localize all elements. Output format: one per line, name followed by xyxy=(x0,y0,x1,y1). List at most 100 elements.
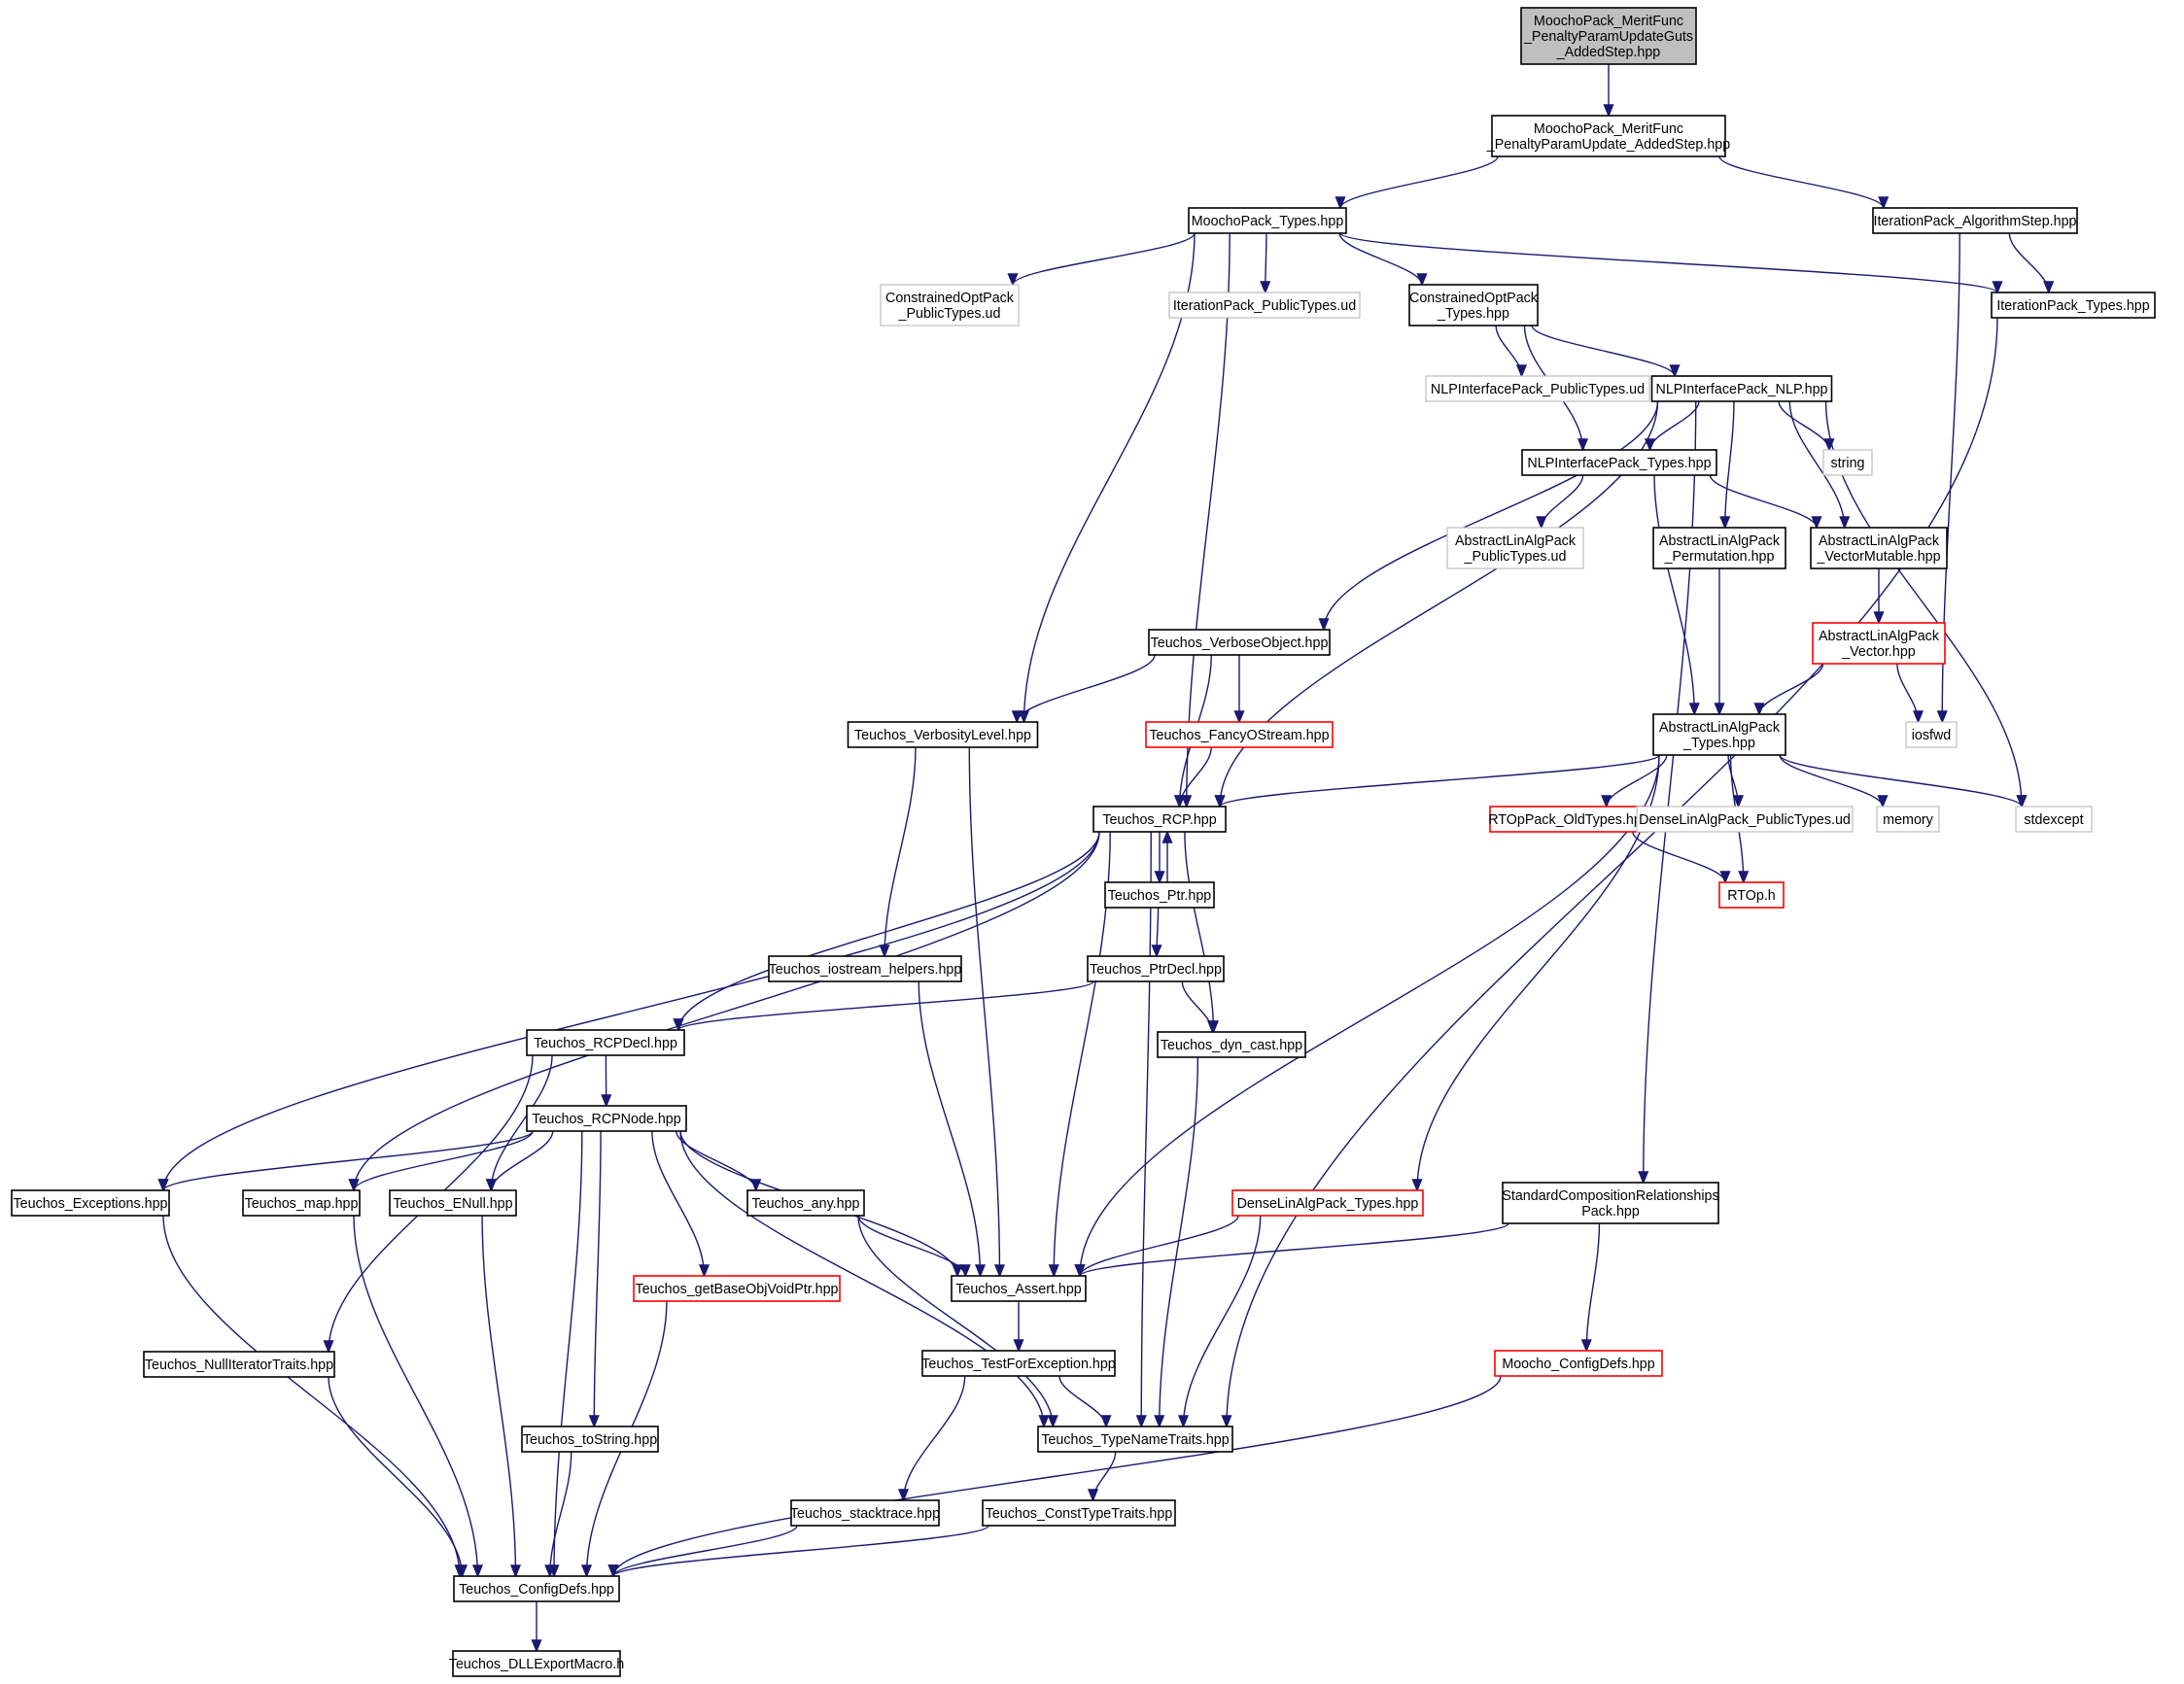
node-n46[interactable]: Teuchos_stacktrace.hpp xyxy=(790,1499,940,1527)
node-n1[interactable]: MoochoPack_MeritFunc_PenaltyParamUpdate_… xyxy=(1486,115,1730,157)
edge-n7-to-n45 xyxy=(1221,317,1998,1428)
node-root[interactable]: MoochoPack_MeritFunc_PenaltyParamUpdateG… xyxy=(1520,7,1697,65)
node-box xyxy=(1991,292,2156,319)
node-label-line: _PenaltyParamUpdate_AddedStep.hpp xyxy=(1486,137,1730,153)
edge-n32-to-n44 xyxy=(588,1130,602,1428)
node-n4[interactable]: ConstrainedOptPack_PublicTypes.ud xyxy=(880,284,1020,326)
node-n47[interactable]: Teuchos_ConstTypeTraits.hpp xyxy=(982,1499,1176,1527)
node-n34[interactable]: Teuchos_map.hpp xyxy=(242,1189,361,1217)
node-label-line: NLPInterfacePack_Types.hpp xyxy=(1527,456,1711,471)
edge-n21-to-n26 xyxy=(1154,832,1165,884)
node-n14[interactable]: AbstractLinAlgPack_VectorMutable.hpp xyxy=(1810,527,1948,569)
node-label-line: StandardCompositionRelationships xyxy=(1502,1188,1718,1204)
node-label-line: _VectorMutable.hpp xyxy=(1816,549,1940,565)
edge-n28-to-n40 xyxy=(918,980,987,1278)
edge-n41-to-n48 xyxy=(328,1376,468,1578)
node-box xyxy=(982,1499,1176,1527)
node-n49[interactable]: Teuchos_DLLExportMacro.h xyxy=(449,1650,624,1677)
node-n16[interactable]: Teuchos_VerboseObject.hpp xyxy=(1148,629,1331,656)
node-n40[interactable]: Teuchos_Assert.hpp xyxy=(951,1275,1087,1302)
node-label-line: Teuchos_RCP.hpp xyxy=(1102,812,1216,828)
node-label-line: Teuchos_iostream_helpers.hpp xyxy=(769,962,962,978)
edge-n16-to-n18 xyxy=(1233,655,1245,724)
node-box xyxy=(1168,292,1361,319)
edge-n26-to-n21 xyxy=(1161,830,1173,882)
node-n33[interactable]: Teuchos_Exceptions.hpp xyxy=(11,1189,170,1217)
edge-n37-to-n45 xyxy=(1177,1215,1262,1428)
node-n3[interactable]: IterationPack_AlgorithmStep.hpp xyxy=(1872,207,2078,234)
edge-n19-to-n22 xyxy=(1601,754,1668,808)
node-n20[interactable]: iosfwd xyxy=(1905,721,1958,748)
node-label-line: IterationPack_AlgorithmStep.hpp xyxy=(1873,214,2076,229)
edge-n1-to-n2 xyxy=(1335,155,1499,210)
node-label-line: MoochoPack_MeritFunc xyxy=(1534,14,1683,29)
edge-n22-to-n27 xyxy=(1632,831,1731,884)
node-label-line: Teuchos_TypeNameTraits.hpp xyxy=(1041,1432,1229,1448)
edge-n36-to-n40 xyxy=(857,1215,971,1278)
node-n21[interactable]: Teuchos_RCP.hpp xyxy=(1092,806,1227,833)
node-n6[interactable]: ConstrainedOptPack_Types.hpp xyxy=(1408,284,1539,326)
node-label-line: Teuchos_TestForException.hpp xyxy=(921,1357,1116,1372)
node-box xyxy=(1876,806,1940,833)
node-n24[interactable]: memory xyxy=(1876,806,1940,833)
node-box xyxy=(1104,881,1215,909)
node-n23[interactable]: DenseLinAlgPack_PublicTypes.ud xyxy=(1636,806,1854,833)
node-label-line: Teuchos_map.hpp xyxy=(245,1196,359,1212)
node-box xyxy=(1822,449,1873,476)
edge-n26-to-n29 xyxy=(1151,907,1162,958)
node-n25[interactable]: stdexcept xyxy=(2015,806,2093,833)
node-n7[interactable]: IterationPack_Types.hpp xyxy=(1991,292,2156,319)
node-n15[interactable]: AbstractLinAlgPack_Vector.hpp xyxy=(1812,622,1946,665)
node-n13[interactable]: AbstractLinAlgPack_Permutation.hpp xyxy=(1652,527,1786,569)
node-n10[interactable]: NLPInterfacePack_Types.hpp xyxy=(1521,449,1717,476)
node-box xyxy=(633,1275,841,1302)
node-n36[interactable]: Teuchos_any.hpp xyxy=(746,1189,865,1217)
node-n41[interactable]: Teuchos_NullIteratorTraits.hpp xyxy=(143,1351,335,1378)
node-box xyxy=(1636,806,1854,833)
node-n45[interactable]: Teuchos_TypeNameTraits.hpp xyxy=(1037,1426,1233,1453)
edge-n44-to-n48 xyxy=(544,1451,572,1578)
node-n28[interactable]: Teuchos_iostream_helpers.hpp xyxy=(768,955,962,982)
node-n17[interactable]: Teuchos_VerbosityLevel.hpp xyxy=(847,721,1039,748)
node-n19[interactable]: AbstractLinAlgPack_Types.hpp xyxy=(1652,713,1786,756)
node-n39[interactable]: Teuchos_getBaseObjVoidPtr.hpp xyxy=(633,1275,841,1302)
node-n43[interactable]: Moocho_ConfigDefs.hpp xyxy=(1494,1350,1663,1377)
node-n11[interactable]: string xyxy=(1822,449,1873,476)
node-box xyxy=(768,955,962,982)
node-n12[interactable]: AbstractLinAlgPack_PublicTypes.ud xyxy=(1446,527,1584,569)
node-n35[interactable]: Teuchos_ENull.hpp xyxy=(389,1189,517,1217)
edge-n14-to-n15 xyxy=(1873,568,1885,625)
node-box xyxy=(2015,806,2093,833)
node-box xyxy=(1145,721,1334,748)
node-box xyxy=(1652,527,1786,569)
node-n32[interactable]: Teuchos_RCPNode.hpp xyxy=(526,1105,687,1132)
edge-n9-to-n10 xyxy=(1644,400,1700,452)
node-n5[interactable]: IterationPack_PublicTypes.ud xyxy=(1168,292,1361,319)
node-label-line: RTOp.h xyxy=(1727,888,1776,904)
edge-n48-to-n49 xyxy=(531,1601,542,1653)
node-n48[interactable]: Teuchos_ConfigDefs.hpp xyxy=(453,1575,620,1602)
node-label-line: MoochoPack_Types.hpp xyxy=(1192,214,1344,229)
node-n37[interactable]: DenseLinAlgPack_Types.hpp xyxy=(1231,1189,1424,1217)
node-n29[interactable]: Teuchos_PtrDecl.hpp xyxy=(1087,955,1225,982)
node-n18[interactable]: Teuchos_FancyOStream.hpp xyxy=(1145,721,1334,748)
node-label-line: Teuchos_RCPNode.hpp xyxy=(532,1112,680,1127)
node-label-line: Teuchos_FancyOStream.hpp xyxy=(1149,728,1329,743)
node-n44[interactable]: Teuchos_toString.hpp xyxy=(521,1426,659,1453)
node-n30[interactable]: Teuchos_RCPDecl.hpp xyxy=(526,1029,685,1056)
edge-n2-to-n4 xyxy=(1007,232,1196,287)
node-n9[interactable]: NLPInterfacePack_NLP.hpp xyxy=(1650,375,1833,402)
node-n31[interactable]: Teuchos_dyn_cast.hpp xyxy=(1157,1031,1306,1058)
node-n27[interactable]: RTOp.h xyxy=(1718,881,1785,909)
node-n26[interactable]: Teuchos_Ptr.hpp xyxy=(1104,881,1215,909)
node-n22[interactable]: RTOpPack_OldTypes.hpp xyxy=(1488,806,1649,833)
edge-n47-to-n48 xyxy=(607,1525,989,1578)
edge-n9-to-n13 xyxy=(1719,400,1735,530)
node-n42[interactable]: Teuchos_TestForException.hpp xyxy=(921,1350,1116,1377)
edge-n29-to-n30 xyxy=(673,980,1094,1032)
node-n2[interactable]: MoochoPack_Types.hpp xyxy=(1188,207,1347,234)
node-n8[interactable]: NLPInterfacePack_PublicTypes.ud xyxy=(1425,375,1650,402)
